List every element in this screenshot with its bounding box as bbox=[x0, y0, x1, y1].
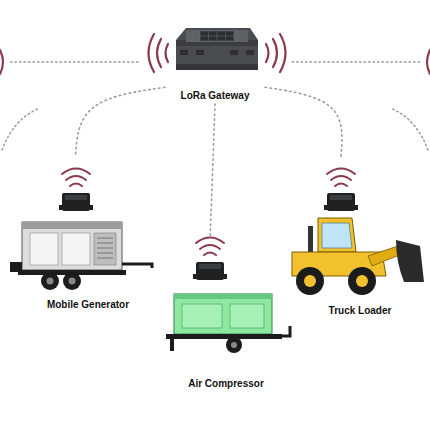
gateway-signal bbox=[149, 34, 286, 72]
node-label: Air Compressor bbox=[186, 378, 266, 390]
lora-gateway-device bbox=[176, 28, 258, 70]
wireless-link bbox=[210, 104, 215, 238]
equipment-node: Truck Loader bbox=[292, 157, 428, 319]
truck-loader-illustration bbox=[292, 218, 424, 295]
equipment-node: Air Compressor bbox=[160, 238, 292, 392]
mobile-generator-illustration bbox=[10, 222, 152, 290]
node-label: Truck Loader bbox=[327, 305, 394, 317]
air-compressor-illustration bbox=[166, 294, 290, 353]
wireless-link bbox=[75, 87, 165, 157]
node-label: Mobile Generator bbox=[45, 299, 131, 311]
equipment-node: LoRa Gateway bbox=[165, 20, 265, 104]
node-label: LoRa Gateway bbox=[179, 90, 252, 102]
wireless-link bbox=[265, 87, 342, 157]
equipment-node: Mobile Generator bbox=[18, 157, 158, 313]
